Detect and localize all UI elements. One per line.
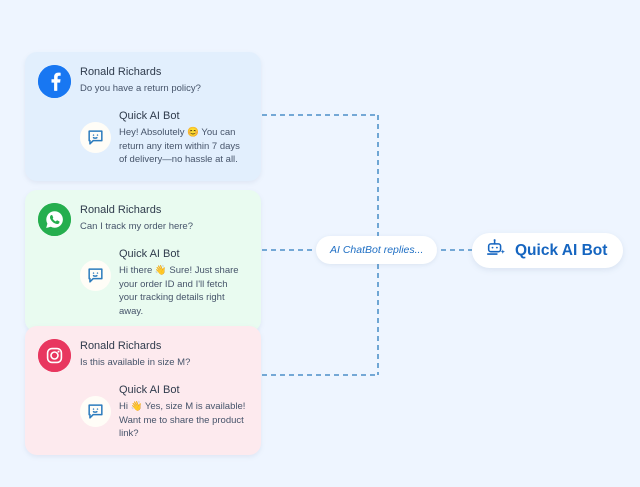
user-message: Is this available in size M?	[80, 357, 191, 368]
facebook-icon	[38, 65, 71, 98]
bot-name: Quick AI Bot	[119, 248, 180, 260]
user-name: Ronald Richards	[80, 66, 162, 78]
bot-message: Hey! Absolutely 😊 You can return any ite…	[119, 127, 240, 165]
chat-bubble-smiley-icon	[80, 396, 111, 427]
user-text-block: Ronald Richards Can I track my order her…	[80, 202, 193, 233]
ai-reply-label-text: AI ChatBot replies...	[330, 244, 424, 256]
bot-message: Hi there 👋 Sure! Just share your order I…	[119, 265, 239, 317]
bot-name: Quick AI Bot	[119, 384, 180, 396]
user-text-block: Ronald Richards Is this available in siz…	[80, 338, 190, 369]
bot-message-row: Quick AI Bot Hey! Absolutely 😊 You can r…	[38, 109, 248, 167]
bot-message: Hi 👋 Yes, size M is available! Want me t…	[119, 401, 246, 439]
chat-bubble-smiley-icon	[80, 122, 111, 153]
whatsapp-icon	[38, 203, 71, 236]
bot-text-block: Quick AI Bot Hi there 👋 Sure! Just share…	[119, 247, 248, 318]
user-message: Can I track my order here?	[80, 221, 193, 232]
bot-text-block: Quick AI Bot Hey! Absolutely 😊 You can r…	[119, 109, 248, 167]
bot-name: Quick AI Bot	[119, 110, 180, 122]
user-text-block: Ronald Richards Do you have a return pol…	[80, 64, 201, 95]
user-message: Do you have a return policy?	[80, 83, 201, 94]
channel-card-facebook[interactable]: Ronald Richards Do you have a return pol…	[25, 52, 261, 181]
channel-card-instagram[interactable]: Ronald Richards Is this available in siz…	[25, 326, 261, 455]
instagram-icon	[38, 339, 71, 372]
bot-text-block: Quick AI Bot Hi 👋 Yes, size M is availab…	[119, 383, 248, 441]
user-message-row: Ronald Richards Is this available in siz…	[38, 338, 248, 372]
bot-message-row: Quick AI Bot Hi 👋 Yes, size M is availab…	[38, 383, 248, 441]
user-name: Ronald Richards	[80, 340, 162, 352]
user-message-row: Ronald Richards Can I track my order her…	[38, 202, 248, 236]
bot-message-row: Quick AI Bot Hi there 👋 Sure! Just share…	[38, 247, 248, 318]
robot-sparkle-icon	[485, 237, 507, 264]
user-name: Ronald Richards	[80, 204, 162, 216]
user-message-row: Ronald Richards Do you have a return pol…	[38, 64, 248, 98]
chat-bubble-smiley-icon	[80, 260, 111, 291]
channel-card-whatsapp[interactable]: Ronald Richards Can I track my order her…	[25, 190, 261, 332]
ai-reply-label: AI ChatBot replies...	[316, 236, 438, 264]
quick-ai-bot-badge-label: Quick AI Bot	[515, 241, 608, 259]
quick-ai-bot-badge[interactable]: Quick AI Bot	[472, 233, 624, 268]
